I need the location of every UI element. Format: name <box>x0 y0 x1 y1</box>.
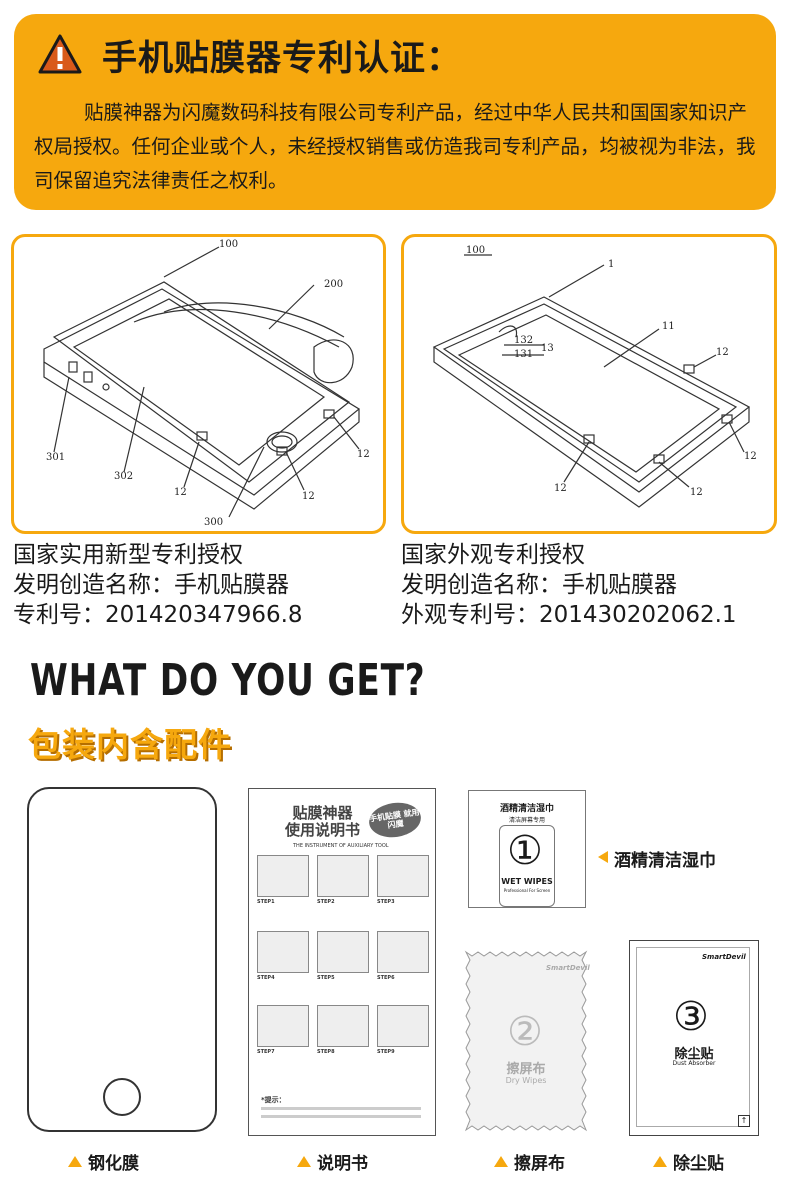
drawing-label: 100 <box>219 239 238 250</box>
drawing-label: 12 <box>744 451 757 462</box>
drawing-label: 12 <box>716 347 729 358</box>
manual-tip-label: *提示： <box>261 1096 286 1104</box>
pointer-arrow-icon <box>653 1156 667 1167</box>
wipe-number: ① <box>507 828 543 874</box>
wipe-side-label: 酒精清洁湿巾 <box>614 851 716 871</box>
manual-steps-grid: STEP1 STEP2 STEP3 STEP4 STEP5 STEP6 STEP… <box>257 855 429 1095</box>
drawing-label: 12 <box>554 483 567 494</box>
drawing-label: 12 <box>174 487 187 498</box>
phone-applicator-drawing: 100 200 301 302 12 300 12 12 <box>43 239 370 528</box>
drawing-label: 12 <box>302 491 315 502</box>
item-label-manual: 说明书 <box>317 1154 368 1174</box>
dust-brand: SmartDevil <box>702 953 746 961</box>
step-image <box>257 1005 309 1047</box>
step-label: STEP5 <box>317 975 335 981</box>
dust-inner-frame <box>636 947 750 1127</box>
patent-type: 国家外观专利授权 <box>401 542 585 568</box>
drawing-label: 132 <box>514 335 533 346</box>
patent-number: 外观专利号：201430202062.1 <box>401 602 737 628</box>
step-label: STEP6 <box>377 975 395 981</box>
step-image <box>377 1005 429 1047</box>
design-patent-drawing: 100 1 132 131 13 11 12 12 12 12 <box>401 234 777 534</box>
step-label: STEP4 <box>257 975 275 981</box>
manual-title-2: 使用说明书 <box>285 821 361 839</box>
step-label: STEP2 <box>317 899 335 905</box>
cloth-brand: SmartDevil <box>546 964 590 972</box>
applicator-frame-drawing: 100 1 132 131 13 11 12 12 12 12 <box>432 245 757 508</box>
pointer-arrow-icon <box>494 1156 508 1167</box>
pointer-arrow-icon <box>68 1156 82 1167</box>
manual-illustration: 贴膜神器 使用说明书 手机贴膜 就用闪魔 THE INSTRUMENT OF A… <box>248 788 436 1136</box>
step-image <box>257 931 309 973</box>
manual-badge: 手机贴膜 就用闪魔 <box>366 799 424 841</box>
patent-banner <box>14 14 776 210</box>
step-label: STEP3 <box>377 899 395 905</box>
step-label: STEP1 <box>257 899 275 905</box>
home-button-icon <box>103 1078 141 1116</box>
cloth-cn: 擦屏布 <box>506 1062 546 1077</box>
wipe-title: 酒精清洁湿巾 <box>499 804 554 814</box>
drawing-label: 200 <box>324 279 343 290</box>
drawing-label: 100 <box>466 245 485 256</box>
manual-tip-line <box>261 1115 421 1118</box>
patent-type: 国家实用新型专利授权 <box>13 542 243 568</box>
banner-body: 贴膜神器为闪魔数码科技有限公司专利产品，经过中华人民共和国国家知识产权局授权。任… <box>34 101 756 192</box>
step-image <box>317 855 369 897</box>
wet-wipe-illustration: 酒精清洁湿巾 清洁屏幕专用 ① WET WIPES Professional F… <box>468 790 586 908</box>
drawing-label: 13 <box>541 343 554 354</box>
step-label: STEP8 <box>317 1049 335 1055</box>
warning-icon <box>38 34 82 74</box>
dust-number: ③ <box>673 994 709 1040</box>
drawing-label: 301 <box>46 452 65 463</box>
drawing-label: 300 <box>204 517 223 528</box>
patent-number: 专利号：201420347966.8 <box>13 602 303 628</box>
peel-arrow-icon: ↑ <box>738 1115 750 1127</box>
item-label-cloth: 擦屏布 <box>514 1154 565 1174</box>
drawing-label: 12 <box>357 449 370 460</box>
step-image <box>377 855 429 897</box>
cleaning-cloth-illustration: SmartDevil ② 擦屏布 Dry Wipes <box>464 950 590 1132</box>
manual-subtitle: THE INSTRUMENT OF AUXILIARY TOOL <box>293 843 389 849</box>
tempered-film-illustration <box>27 787 217 1132</box>
step-image <box>377 931 429 973</box>
section-heading: WHAT DO YOU GET? <box>30 655 426 706</box>
utility-patent-drawing: 100 200 301 302 12 300 12 12 <box>11 234 386 534</box>
dust-cn: 除尘贴 <box>674 1047 714 1062</box>
wipe-en: WET WIPES <box>501 877 553 886</box>
utility-patent-info: 国家实用新型专利授权 发明创造名称：手机贴膜器 专利号：201420347966… <box>13 540 303 630</box>
wipe-frame <box>499 825 555 907</box>
step-label: STEP9 <box>377 1049 395 1055</box>
step-image <box>317 1005 369 1047</box>
wipe-sub: 清洁屏幕专用 <box>508 817 545 824</box>
drawing-label: 131 <box>514 349 533 360</box>
item-label-dust: 除尘贴 <box>673 1154 724 1174</box>
pointer-arrow-icon <box>598 851 608 863</box>
drawing-label: 12 <box>690 487 703 498</box>
cloth-number: ② <box>507 1009 543 1055</box>
step-image <box>317 931 369 973</box>
item-label-film: 钢化膜 <box>88 1154 139 1174</box>
pointer-arrow-icon <box>297 1156 311 1167</box>
dust-absorber-illustration: SmartDevil ③ 除尘贴 Dust Absorber ↑ <box>629 940 759 1136</box>
manual-tip-line <box>261 1107 421 1110</box>
drawing-label: 11 <box>662 321 675 332</box>
manual-title-1: 贴膜神器 <box>292 804 353 822</box>
cloth-en: Dry Wipes <box>505 1076 547 1085</box>
cloth-pinked-edge <box>464 950 588 1132</box>
wipe-en-sub: Professional For Screen <box>503 888 551 893</box>
section-subheading: 包装内含配件 <box>28 725 232 764</box>
step-image <box>257 855 309 897</box>
dust-en: Dust Absorber <box>672 1060 716 1067</box>
design-patent-info: 国家外观专利授权 发明创造名称：手机贴膜器 外观专利号：201430202062… <box>401 540 737 630</box>
drawing-label: 302 <box>114 471 133 482</box>
patent-name: 发明创造名称：手机贴膜器 <box>401 572 677 598</box>
step-label: STEP7 <box>257 1049 275 1055</box>
banner-title: 手机贴膜器专利认证： <box>102 39 463 79</box>
drawing-label: 1 <box>608 259 614 270</box>
patent-name: 发明创造名称：手机贴膜器 <box>13 572 289 598</box>
